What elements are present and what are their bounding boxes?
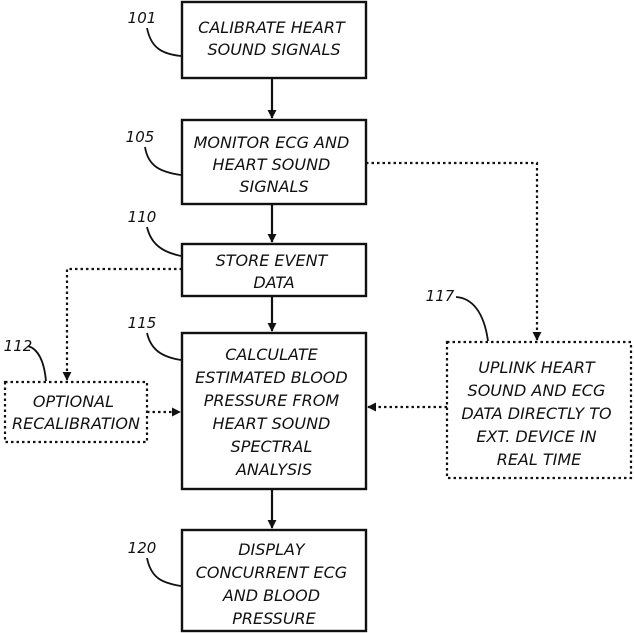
text-117-line-2: SOUND AND ECG (468, 381, 606, 400)
text-105-line-2: HEART SOUND (213, 155, 331, 174)
ref-117: 117 (426, 287, 455, 305)
text-101-line-2: SOUND SIGNALS (207, 40, 340, 59)
text-115-line-2: ESTIMATED BLOOD (195, 368, 348, 387)
text-110-line-1: STORE EVENT (216, 251, 329, 270)
ref-110: 110 (128, 208, 157, 226)
leader-101 (147, 28, 181, 56)
text-115-line-5: SPECTRAL (231, 437, 313, 456)
text-112-line-1: OPTIONAL (33, 392, 114, 411)
ref-105: 105 (126, 128, 155, 146)
ref-120: 120 (128, 539, 157, 557)
leader-120 (147, 558, 181, 586)
ref-115: 115 (128, 314, 157, 332)
text-120-line-1: DISPLAY (238, 540, 306, 559)
text-120-line-4: PRESSURE (232, 609, 316, 628)
text-117-line-5: REAL TIME (497, 450, 582, 469)
edge-110-to-112 (67, 269, 182, 380)
text-115-line-4: HEART SOUND (213, 414, 331, 433)
text-115-line-1: CALCULATE (225, 345, 318, 364)
text-105-line-1: MONITOR ECG AND (194, 133, 350, 152)
text-115-line-3: PRESSURE FROM (204, 391, 340, 410)
box-optional-recalibration (5, 382, 147, 442)
text-117-line-1: UPLINK HEART (478, 358, 596, 377)
leader-110 (147, 227, 181, 256)
leader-115 (147, 333, 181, 360)
text-117-line-4: EXT. DEVICE IN (476, 427, 596, 446)
leader-117 (456, 297, 488, 341)
text-110-line-2: DATA (253, 273, 294, 292)
ref-101: 101 (128, 9, 157, 27)
text-101-line-1: CALIBRATE HEART (198, 18, 346, 37)
leader-105 (145, 147, 181, 175)
text-120-line-2: CONCURRENT ECG (196, 563, 347, 582)
text-115-line-6: ANALYSIS (235, 460, 312, 479)
text-112-line-2: RECALIBRATION (12, 414, 140, 433)
edge-105-to-117 (366, 163, 537, 340)
text-105-line-3: SIGNALS (239, 177, 308, 196)
text-120-line-3: AND BLOOD (222, 586, 320, 605)
text-117-line-3: DATA DIRECTLY TO (461, 404, 611, 423)
